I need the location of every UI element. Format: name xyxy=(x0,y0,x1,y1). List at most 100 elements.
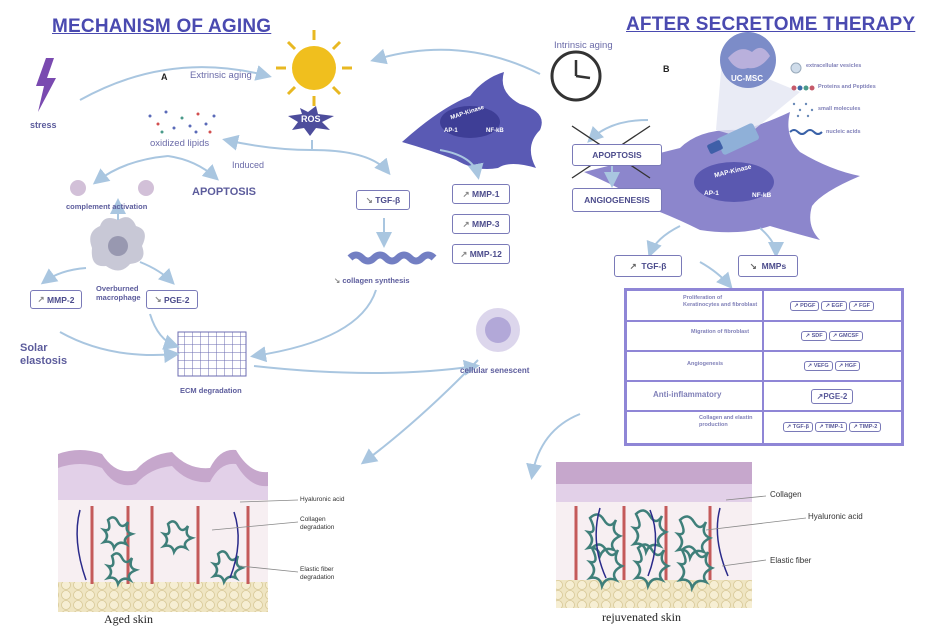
factor-sdf: ↗ SDF xyxy=(801,331,827,341)
rejuv-hyaluronic-label: Hyaluronic acid xyxy=(808,512,863,521)
row-proliferation-factors: ↗ PDGF ↗ EGF ↗ FGF xyxy=(762,290,902,322)
angiogenesis-label: ANGIOGENESIS xyxy=(584,195,650,205)
ucmsc-label: UC-MSC xyxy=(731,74,763,83)
factor-timp1: ↗ TIMP-1 xyxy=(814,422,848,432)
factor-gmcsf: ↗ GMCSF xyxy=(828,331,863,341)
factor-pdgf: ↗ PDGF xyxy=(789,301,820,311)
collagen-synthesis-label: ↘ collagen synthesis xyxy=(334,276,410,285)
rejuv-collagen-label: Collagen xyxy=(770,490,802,499)
tgf-label-right: TGF-β xyxy=(641,261,667,271)
mmp1-box: ↗ MMP-1 xyxy=(452,184,510,204)
ap1-label-a: AP-1 xyxy=(444,128,458,134)
angiogenesis-box: ANGIOGENESIS xyxy=(572,188,662,212)
table-row-label-cell: Angiogenesis xyxy=(626,350,764,382)
induced-label: Induced xyxy=(232,160,265,170)
table-row-label-cell: Migration of fibroblast xyxy=(626,320,764,352)
rejuvenated-skin-caption: rejuvenated skin xyxy=(602,610,681,624)
panel-letter-a: A xyxy=(161,72,168,82)
culture-flask-icon xyxy=(707,123,759,155)
factor-pge2: ↗PGE-2 xyxy=(810,388,854,404)
ecm-mesh-icon xyxy=(177,331,247,377)
apoptosis-label: APOPTOSIS xyxy=(192,186,256,198)
collagen-fiber-icon xyxy=(347,251,437,265)
mmp1-label: MMP-1 xyxy=(472,189,500,199)
solar-elastosis-label: Solar elastosis xyxy=(20,342,68,367)
factor-tgf: ↗ TGF-β xyxy=(782,422,813,432)
macrophage-icon xyxy=(90,217,145,271)
rejuv-elastic-label: Elastic fiber xyxy=(770,556,812,565)
factor-fgf: ↗ FGF xyxy=(848,301,874,311)
pge2-label: PGE-2 xyxy=(163,294,190,305)
mmp2-box: ↗ MMP-2 xyxy=(30,290,82,309)
aged-elastic-label: Elastic fiber degradation xyxy=(300,566,335,581)
ap1-label-b: AP-1 xyxy=(704,190,719,197)
mmp12-box: ↗ MMP-12 xyxy=(452,244,510,264)
tgf-box-right: ↗ TGF-β xyxy=(614,255,682,277)
table-row-label-cell: Collagen and elastin production xyxy=(626,410,764,444)
stress-bolt-icon xyxy=(36,58,56,112)
legend-proteins: Proteins and Peptides xyxy=(818,84,876,90)
legend-vesicles: extracellular vesicles xyxy=(806,63,862,69)
nfkb-label-b: NF-kB xyxy=(752,192,772,199)
row-anti-inflammatory-label: Anti-inflammatory xyxy=(653,390,722,399)
aged-hyaluronic-label: Hyaluronic acid xyxy=(300,496,345,503)
stress-label: stress xyxy=(30,120,57,130)
panel-letter-b: B xyxy=(663,64,670,74)
rejuvenated-skin-illustration xyxy=(556,462,807,608)
secretome-effects-table: Proliferation of Keratinocytes and fibro… xyxy=(624,288,904,446)
mmps-label: MMPs xyxy=(761,261,787,271)
apoptosis-label-right: APOPTOSIS xyxy=(592,150,642,160)
legend-small-molecules: small molecules xyxy=(818,106,861,112)
aged-skin-caption: Aged skin xyxy=(104,612,153,626)
extrinsic-label: Extrinsic aging xyxy=(190,70,252,81)
tgf-label-left: TGF-β xyxy=(375,195,401,205)
complement-label: complement activation xyxy=(66,202,148,211)
mmp3-box: ↗ MMP-3 xyxy=(452,214,510,234)
aged-collagen-label: Collagen degradation xyxy=(300,516,335,531)
pge2-box: ↘ PGE-2 xyxy=(146,290,198,309)
complement-cell-icon xyxy=(138,180,154,196)
row-collagen-label: Collagen and elastin production xyxy=(699,415,753,428)
table-row-label-cell: Anti-inflammatory xyxy=(626,380,764,412)
clock-icon xyxy=(550,50,602,102)
factor-vefg: ↗ VEFG xyxy=(803,361,833,371)
ros-star-icon xyxy=(288,106,334,136)
mmp2-label: MMP-2 xyxy=(47,294,75,305)
row-proliferation-label: Proliferation of Keratinocytes and fibro… xyxy=(683,295,758,308)
mmp12-label: MMP-12 xyxy=(469,249,502,259)
nfkb-label-a: NF-kB xyxy=(486,128,504,134)
row-migration-label: Migration of fibroblast xyxy=(691,329,750,335)
intrinsic-label: Intrinsic aging xyxy=(554,40,613,51)
mmps-box: ↘ MMPs xyxy=(738,255,798,277)
aged-skin-illustration xyxy=(58,449,299,612)
legend-nucleic-acids: nucleic acids xyxy=(826,129,861,135)
factor-hgf: ↗ HGF xyxy=(834,361,861,371)
senescent-cell-icon xyxy=(476,308,520,352)
row-collagen-factors: ↗ TGF-β ↗ TIMP-1 ↗ TIMP-2 xyxy=(762,410,902,444)
left-title: MECHANISM OF AGING xyxy=(52,16,272,37)
sun-icon xyxy=(276,30,352,106)
table-row-label-cell: Proliferation of Keratinocytes and fibro… xyxy=(626,290,764,322)
uc-msc-icon xyxy=(716,32,800,138)
macrophage-label: Overburned macrophage xyxy=(96,284,141,302)
factor-egf: ↗ EGF xyxy=(821,301,847,311)
factor-timp2: ↗ TIMP-2 xyxy=(849,422,882,432)
oxidized-lipids-label: oxidized lipids xyxy=(150,138,210,149)
mmp3-label: MMP-3 xyxy=(472,219,500,229)
complement-cell-icon xyxy=(70,180,86,196)
row-anti-inflammatory-factors: ↗PGE-2 xyxy=(762,380,902,412)
secretome-legend-icons xyxy=(789,62,823,135)
collagen-synthesis-text: collagen synthesis xyxy=(342,276,410,285)
ros-label: ROS xyxy=(301,114,321,124)
row-angiogenesis-label: Angiogenesis xyxy=(687,361,724,367)
tgf-box-left: ↘ TGF-β xyxy=(356,190,410,210)
row-migration-factors: ↗ SDF ↗ GMCSF xyxy=(762,320,902,352)
senescent-label: cellular senescent xyxy=(460,366,530,375)
fibroblast-cell-a xyxy=(402,72,542,169)
ecm-degradation-label: ECM degradation xyxy=(180,386,242,395)
oxidized-lipids-dots xyxy=(148,110,216,134)
row-angiogenesis-factors: ↗ VEFG ↗ HGF xyxy=(762,350,902,382)
apoptosis-box-right: APOPTOSIS xyxy=(572,144,662,166)
fibroblast-cell-b xyxy=(584,112,860,240)
